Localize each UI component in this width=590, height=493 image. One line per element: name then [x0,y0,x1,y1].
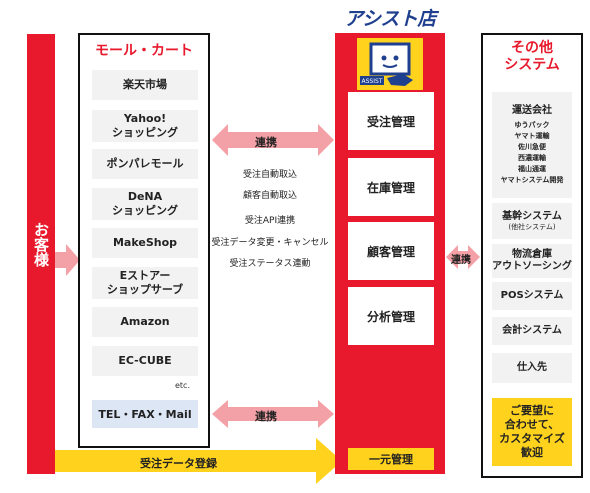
mall-item-rakuten[interactable]: 楽天市場 [92,70,198,100]
feature-2: 顧客自動取込 [242,191,297,201]
mall-etc-label: etc. [175,381,190,390]
sys-item-pos[interactable]: POSシステム [492,282,572,310]
renkei-top-arrow [212,124,334,156]
other-heading-line2: システム [504,57,560,73]
mall-item-ponpare[interactable]: ポンパレモール [92,149,198,179]
carrier-1: ヤマト運輸 [514,132,550,140]
other-systems-heading: その他 システム [481,40,583,74]
mall-heading: モール・カート [95,43,193,59]
order-registration-arrow [55,438,342,484]
mall-item-makeshop[interactable]: MakeShop [92,228,198,258]
mall-item-amazon[interactable]: Amazon [92,307,198,337]
transport-title: 運送会社 [512,105,552,116]
mgmt-item-customers[interactable]: 顧客管理 [348,222,434,280]
mall-item-dena[interactable]: DeNA ショッピング [92,188,198,220]
carrier-3: 西濃運輸 [518,154,546,162]
renkei-bottom-label: 連携 [255,410,277,423]
feature-4: 受注データ変更・キャンセル [211,238,329,248]
feature-5: 受注ステータス連動 [229,259,311,269]
customer-label: お客様 [27,222,55,271]
sys-item-supplier[interactable]: 仕入先 [492,353,572,383]
customer-to-mall-arrow [55,244,80,276]
order-registration-label: 受注データ登録 [140,457,217,470]
carrier-2: 佐川急便 [518,143,546,151]
mgmt-item-inventory[interactable]: 在庫管理 [348,158,434,216]
mall-item-yahoo[interactable]: Yahoo! ショッピング [92,110,198,142]
renkei-right-arrow [446,245,480,269]
feature-1: 受注自動取込 [242,170,297,180]
sys-item-core[interactable]: 基幹システム (他社システム) [492,203,572,239]
custom-line-2: カスタマイズ [499,432,565,445]
core-title: 基幹システム [502,210,562,222]
unified-management-box: 一元管理 [348,448,434,470]
customer-label-text: お客様 [32,222,50,267]
customize-welcome-box: ご要望に 合わせて、 カスタマイズ 歓迎 [492,398,572,466]
custom-line-3: 歓迎 [521,446,543,459]
logistics-line1: 物流倉庫 [512,249,552,260]
sys-item-logistics[interactable]: 物流倉庫 アウトソーシング [492,244,572,278]
customer-bar [27,34,55,474]
carrier-5: ヤマトシステム開発 [500,176,564,184]
mall-item-tel-fax-mail[interactable]: TEL・FAX・Mail [92,400,198,428]
sys-item-accounting[interactable]: 会計システム [492,317,572,345]
sys-item-transport[interactable]: 運送会社 ゆうパック ヤマト運輸 佐川急便 西濃運輸 福山通運 ヤマトシステム開… [492,92,572,198]
other-heading-line1: その他 [511,40,553,56]
mgmt-item-orders[interactable]: 受注管理 [348,92,434,150]
renkei-bottom-arrow [212,400,334,428]
renkei-top-label: 連携 [255,136,277,149]
carrier-0: ゆうパック [514,121,550,129]
mall-item-eccube[interactable]: EC-CUBE [92,346,198,376]
custom-line-0: ご要望に [510,404,554,417]
renkei-right-label: 連携 [451,255,471,266]
assist-mascot-icon: ASSIST [357,38,423,90]
mgmt-item-analysis[interactable]: 分析管理 [348,287,434,345]
carrier-4: 福山通運 [518,165,546,173]
mall-item-estore[interactable]: Eストアー ショップサーブ [92,267,198,299]
logistics-line2: アウトソーシング [492,261,572,272]
custom-line-1: 合わせて、 [504,418,560,431]
feature-3: 受注API連携 [244,216,296,226]
mascot-card-text: ASSIST [362,78,383,85]
core-sub: (他社システム) [508,222,556,231]
